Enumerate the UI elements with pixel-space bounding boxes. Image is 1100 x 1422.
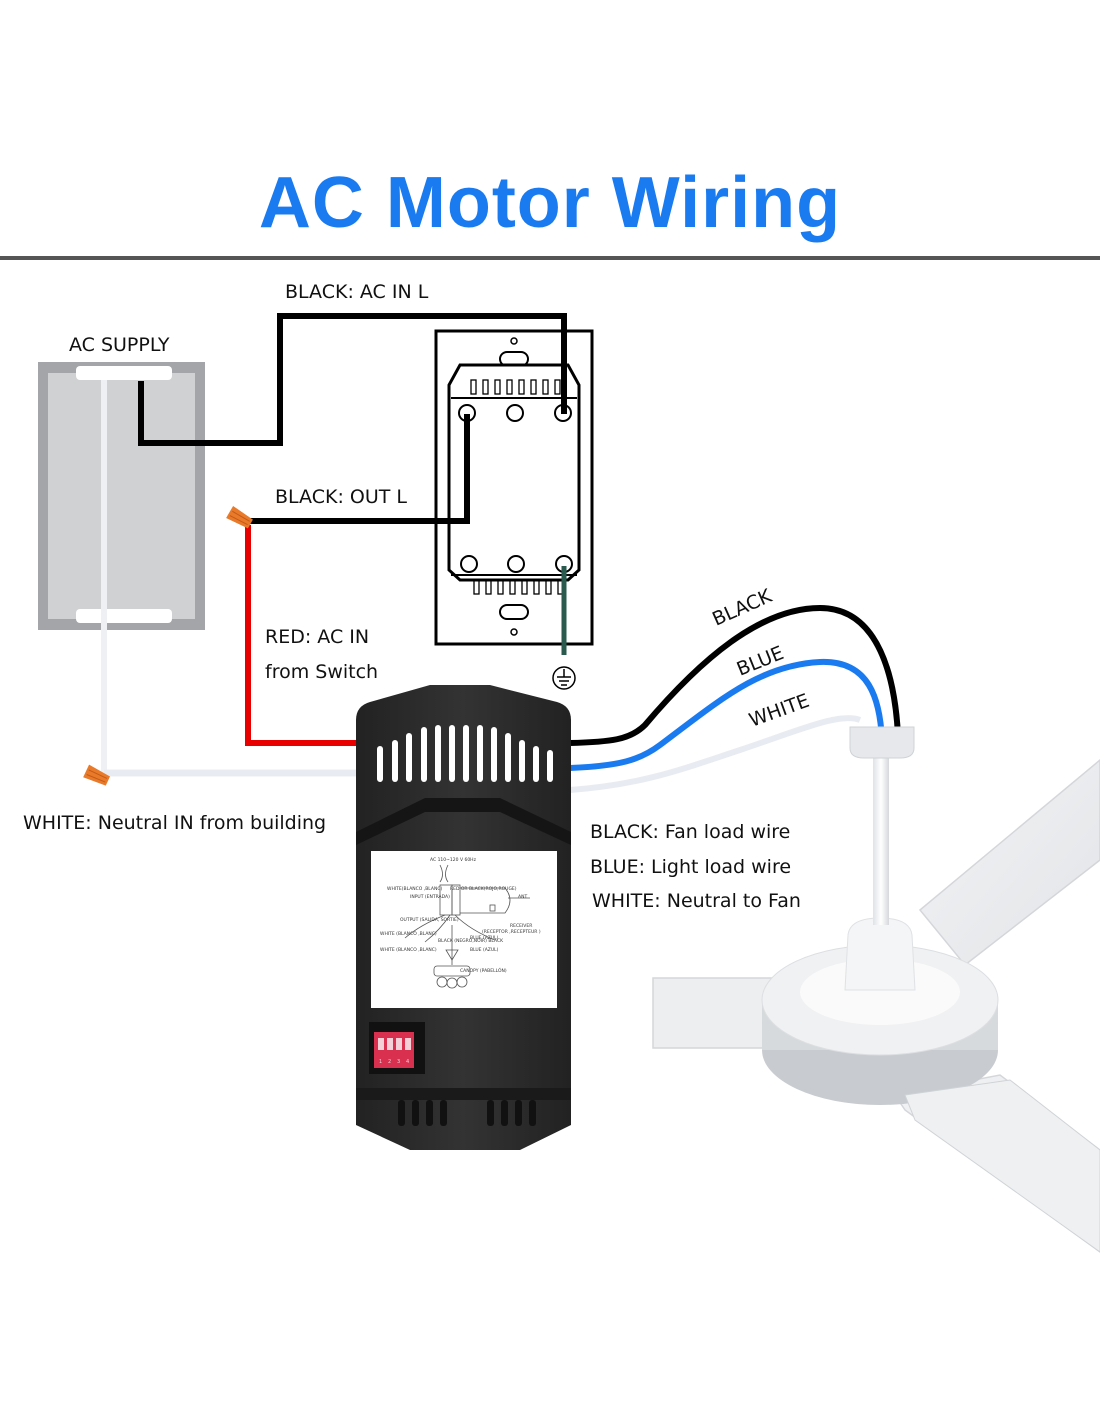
receiver-vents xyxy=(377,725,553,782)
fan-receiver: AC 110~120 V 60Hz WHITE(BLANCO ,BLANC) R… xyxy=(356,685,571,1150)
white-neutral-in-label: WHITE: Neutral IN from building xyxy=(23,812,326,834)
wall-switch xyxy=(434,329,594,646)
svg-text:(RECEPTOR ,RECEPTEUR ): (RECEPTOR ,RECEPTEUR ) xyxy=(482,929,541,935)
wire-legend: BLACK: Fan load wire BLUE: Light load wi… xyxy=(590,821,801,912)
page-title: AC Motor Wiring xyxy=(258,163,842,243)
switch-vent-bottom xyxy=(473,579,564,595)
legend-item-black: BLACK: Fan load wire xyxy=(590,821,790,843)
black-ac-in-label: BLACK: AC IN L xyxy=(285,281,429,303)
dip-switch[interactable]: 1 2 3 4 xyxy=(369,1022,425,1074)
switch-vent-top xyxy=(470,379,561,395)
legend-item-white: WHITE: Neutral to Fan xyxy=(592,890,801,912)
svg-text:OUTPUT (SALIDA, SORTIE): OUTPUT (SALIDA, SORTIE) xyxy=(400,917,459,923)
svg-text:RECEIVER: RECEIVER xyxy=(510,923,532,929)
svg-text:WHITE (BLANCO ,BLANC): WHITE (BLANCO ,BLANC) xyxy=(380,931,437,937)
svg-text:CANOPY (PABELLÓN): CANOPY (PABELLÓN) xyxy=(460,967,507,974)
output-wires: BLACK BLUE WHITE xyxy=(569,585,901,793)
legend-item-blue: BLUE: Light load wire xyxy=(590,856,791,878)
svg-text:BLACK (NEGRO,NOIR) BLACK: BLACK (NEGRO,NOIR) BLACK xyxy=(438,938,504,944)
wire-nut-icon xyxy=(226,505,253,529)
curve-label-white: WHITE xyxy=(746,690,812,732)
black-out-label: BLACK: OUT L xyxy=(275,486,407,508)
svg-text:ANT: ANT xyxy=(518,894,527,900)
title-divider xyxy=(0,256,1100,260)
ground-symbol-icon xyxy=(552,666,576,690)
ac-supply-box: AC SUPPLY xyxy=(38,334,205,630)
wire-nut-icon xyxy=(83,764,110,786)
receiver-sticker: AC 110~120 V 60Hz WHITE(BLANCO ,BLANC) R… xyxy=(380,857,541,989)
svg-text:1: 1 xyxy=(379,1059,382,1065)
black-out-wire: BLACK: OUT L xyxy=(250,414,470,524)
svg-text:WHITE(BLANCO ,BLANC): WHITE(BLANCO ,BLANC) xyxy=(387,886,442,892)
svg-text:BLUE (AZUL): BLUE (AZUL) xyxy=(470,935,499,941)
ac-supply-label: AC SUPPLY xyxy=(69,334,170,356)
svg-text:4: 4 xyxy=(406,1059,409,1065)
svg-text:AC 110~120 V 60Hz: AC 110~120 V 60Hz xyxy=(430,857,477,863)
white-neutral-in-wire xyxy=(101,380,360,777)
svg-text:3: 3 xyxy=(397,1059,400,1065)
svg-text:INPUT (ENTRADA): INPUT (ENTRADA) xyxy=(410,894,450,900)
ceiling-fan xyxy=(652,726,1100,1253)
red-ac-in-label-line1: RED: AC IN xyxy=(265,626,369,648)
svg-text:2: 2 xyxy=(388,1059,391,1065)
svg-text:BLUE (AZUL): BLUE (AZUL) xyxy=(470,947,499,953)
red-ac-in-wire: RED: AC IN from Switch xyxy=(245,525,378,746)
svg-text:RED OR BLACK(ROJO,ROUGE): RED OR BLACK(ROJO,ROUGE) xyxy=(450,886,517,892)
red-ac-in-label-line2: from Switch xyxy=(265,661,378,683)
svg-text:WHITE (BLANCO ,BLANC): WHITE (BLANCO ,BLANC) xyxy=(380,947,437,953)
